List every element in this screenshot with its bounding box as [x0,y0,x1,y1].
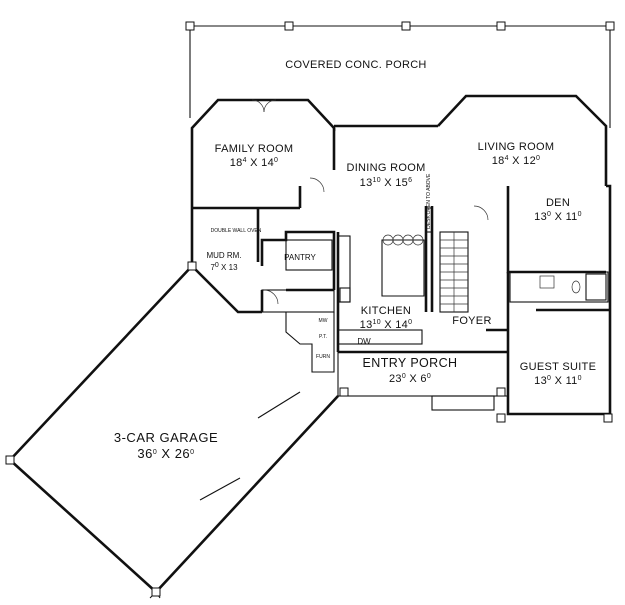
svg-text:GUEST SUITE: GUEST SUITE [520,361,596,373]
desk-label: DESK [426,215,432,229]
svg-text:MUD RM.: MUD RM. [206,251,241,260]
entry-porch [337,351,613,423]
svg-text:DEN: DEN [546,197,570,209]
svg-text:184 X 140: 184 X 140 [230,157,278,169]
svg-text:LIVING ROOM: LIVING ROOM [478,141,555,153]
dishwasher-label: DW [357,337,371,346]
kitchen-fixtures [337,207,433,345]
room-label-guest: GUEST SUITE 130 X 110 [520,361,596,387]
open-to-above-label: OPEN TO ABOVE [426,173,432,214]
microwave-label: MW [319,318,328,324]
garage-outline [5,261,339,599]
porch-post [284,21,294,31]
svg-text:230 X 60: 230 X 60 [389,373,431,385]
svg-text:1310 X 156: 1310 X 156 [360,177,413,189]
svg-text:184 X 120: 184 X 120 [492,155,540,167]
svg-text:COVERED CONC. PORCH: COVERED CONC. PORCH [285,59,426,71]
room-label-dining: DINING ROOM 1310 X 156 [346,162,425,189]
room-label-garage: 3-CAR GARAGE 360 X 260 [114,430,218,461]
svg-text:360 X 260: 360 X 260 [137,446,194,461]
room-label-family: FAMILY ROOM 184 X 140 [215,143,294,169]
svg-text:DINING ROOM: DINING ROOM [346,162,425,174]
porch-post [185,21,195,31]
room-label-pantry: PANTRY [284,253,316,262]
svg-text:70 X 13: 70 X 13 [210,262,238,272]
svg-text:KITCHEN: KITCHEN [361,305,411,317]
room-label-mud: MUD RM. 70 X 13 [206,251,241,272]
room-label-den: DEN 130 X 110 [534,197,582,223]
furnace-label: FURN [316,354,330,360]
svg-text:ENTRY PORCH: ENTRY PORCH [363,356,458,370]
staircase [439,231,469,313]
room-label-living: LIVING ROOM 184 X 120 [478,141,555,167]
svg-text:FAMILY ROOM: FAMILY ROOM [215,143,294,155]
porch-post [496,21,506,31]
room-label-kitchen: KITCHEN 1310 X 140 [360,305,413,331]
room-label-porch: COVERED CONC. PORCH [285,59,426,71]
pantry-tall-label: P.T. [319,334,327,340]
svg-text:3-CAR GARAGE: 3-CAR GARAGE [114,430,218,445]
covered-porch-outline [185,21,615,128]
room-label-foyer: FOYER [452,315,491,327]
svg-text:130 X 110: 130 X 110 [534,375,582,387]
double-wall-oven-label: DOUBLE WALL OVEN [211,228,262,234]
guest-bath [509,271,609,303]
svg-text:FOYER: FOYER [452,315,491,327]
svg-text:PANTRY: PANTRY [284,253,316,262]
svg-text:1310 X 140: 1310 X 140 [360,319,413,331]
svg-text:130 X 110: 130 X 110 [534,211,582,223]
fixture-labels: DW FURN MW P.T. DOUBLE WALL OVEN OPEN TO… [211,173,432,360]
doors [251,99,489,305]
interior-walls [192,128,610,373]
porch-post [605,21,615,31]
room-label-entry: ENTRY PORCH 230 X 60 [363,356,458,385]
porch-post [401,21,411,31]
